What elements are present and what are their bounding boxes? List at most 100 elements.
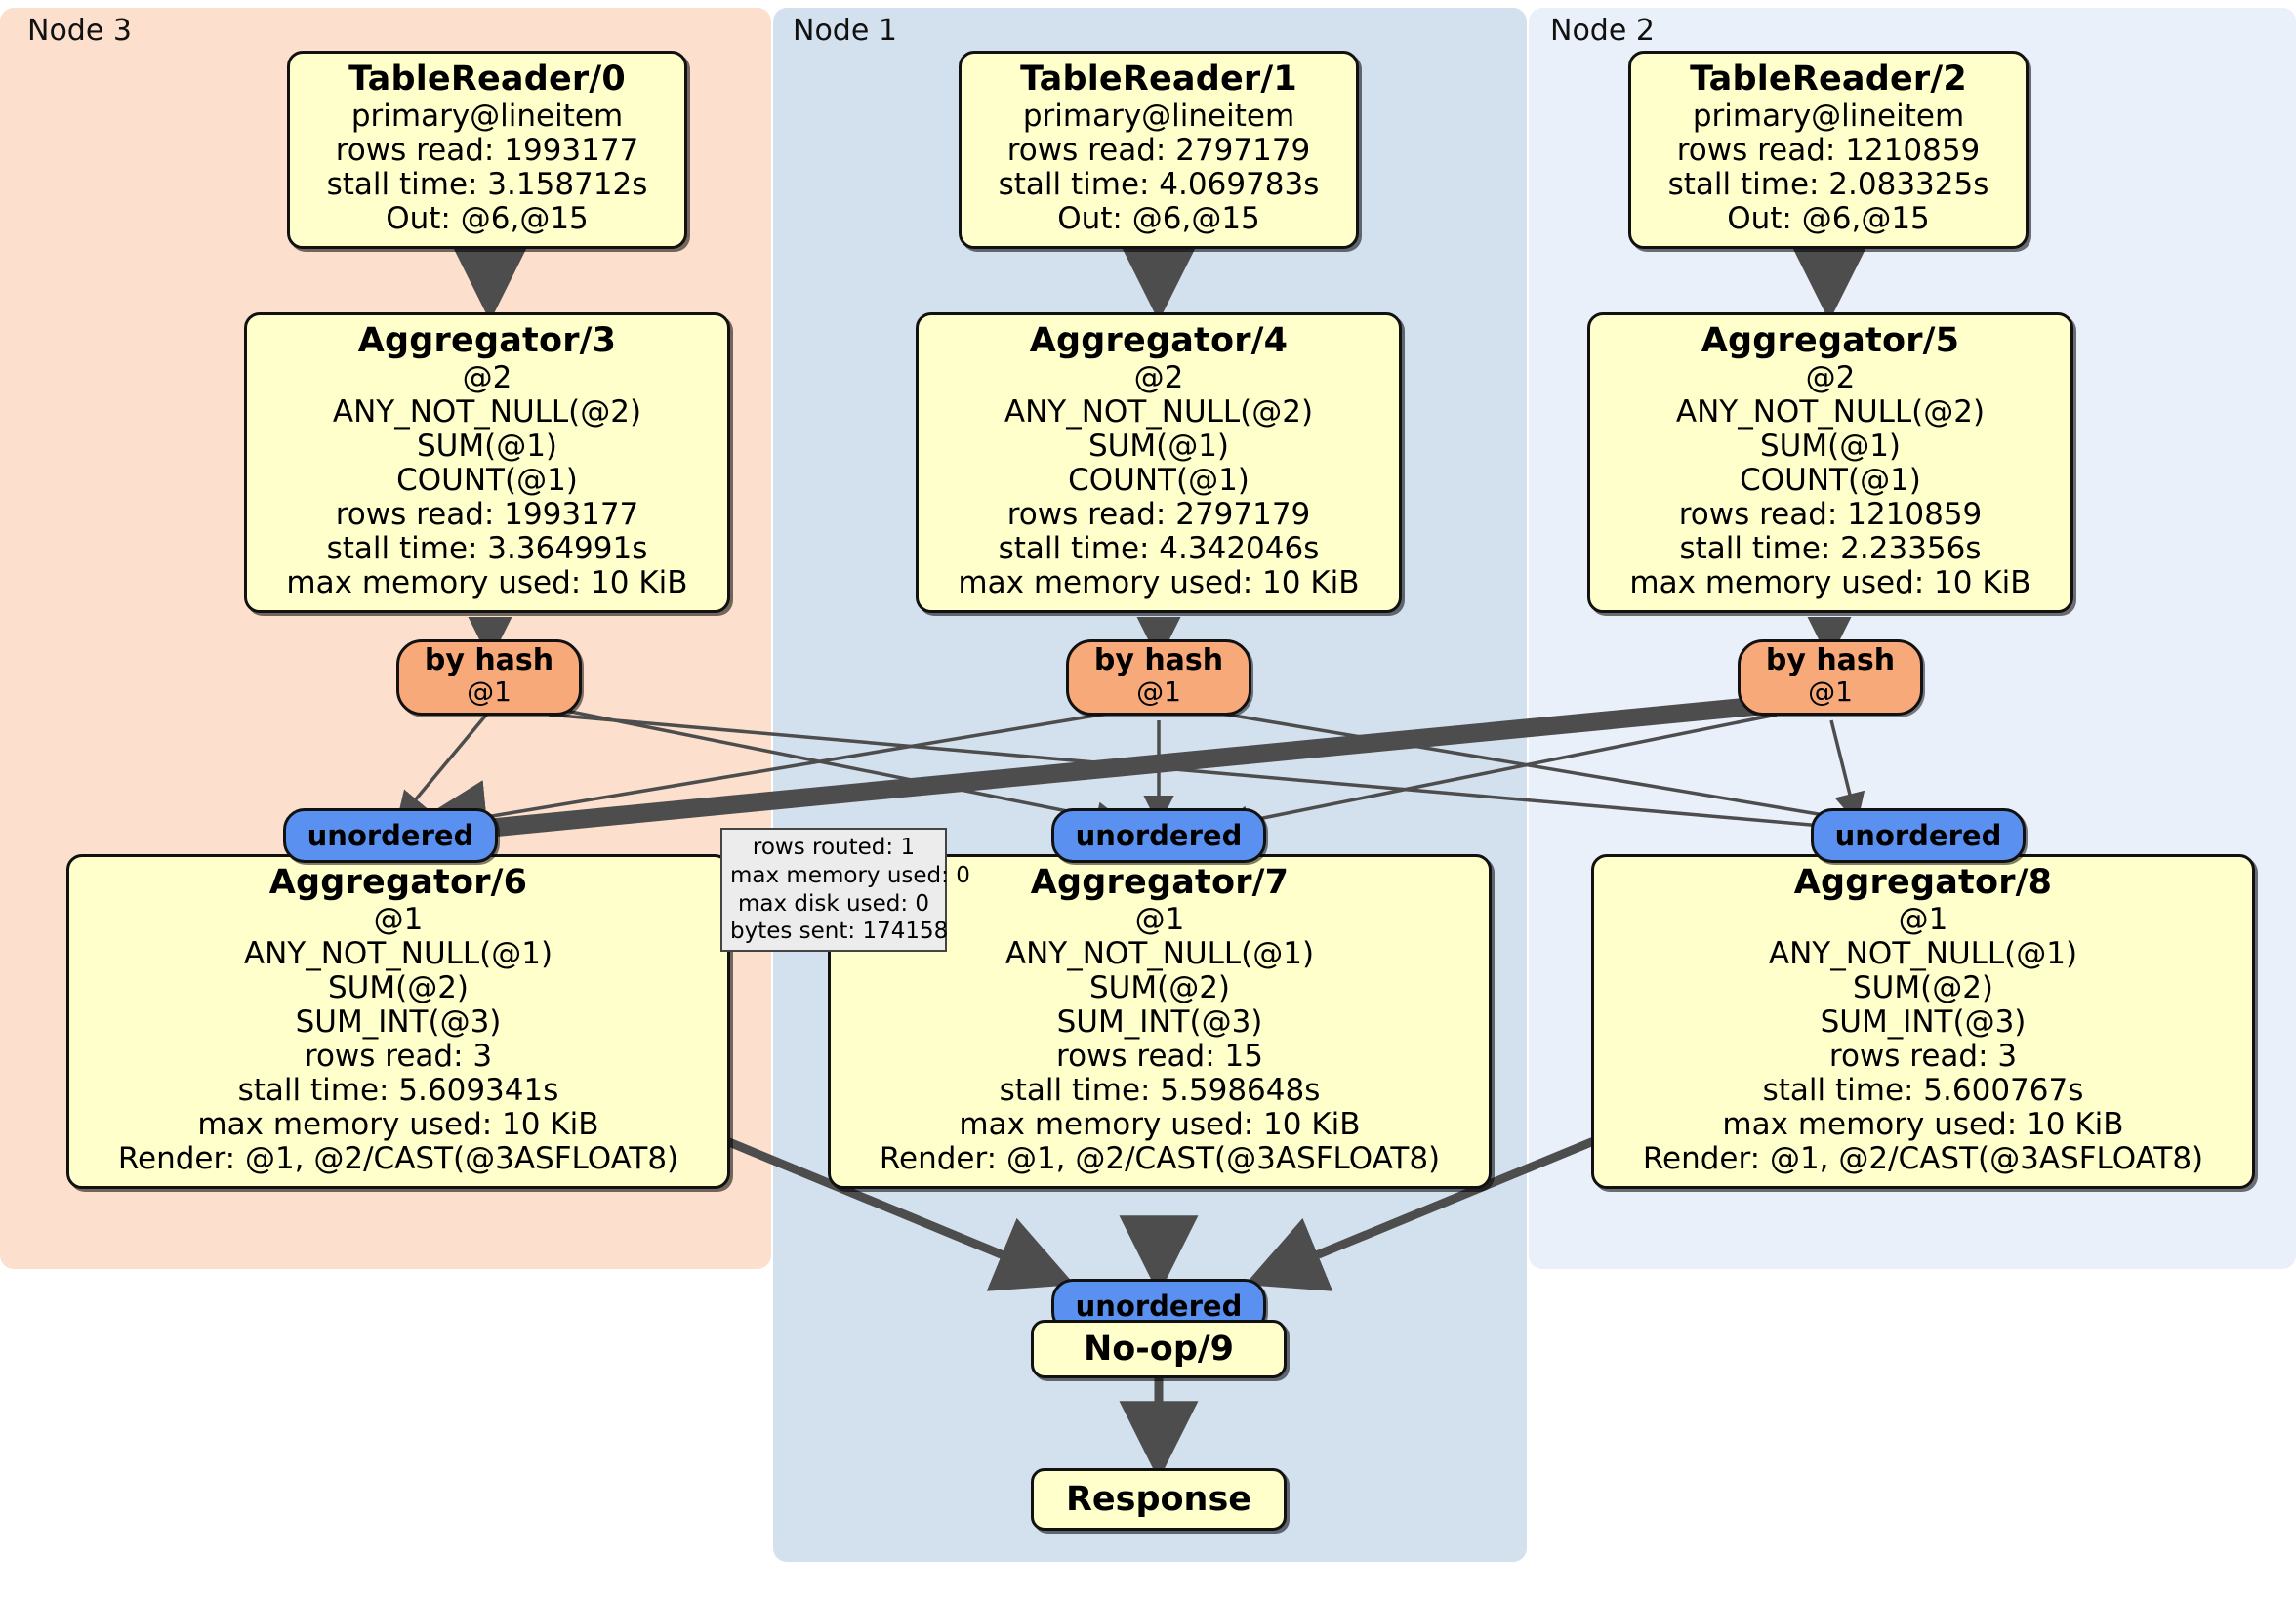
operator-detail: max memory used: 10 KiB xyxy=(959,1106,1361,1142)
cluster-label-node-1: Node 1 xyxy=(793,14,897,48)
operator-detail: ANY_NOT_NULL(@2) xyxy=(1004,393,1314,430)
operator-detail: max memory used: 10 KiB xyxy=(286,564,688,600)
operator-detail: max memory used: 10 KiB xyxy=(1722,1106,2124,1142)
edge-stat-line: rows routed: 1 xyxy=(752,835,916,860)
operator-detail: SUM(@2) xyxy=(1852,969,1994,1005)
router-detail: @1 xyxy=(1136,675,1181,708)
operator-detail: rows read: 2797179 xyxy=(1006,132,1311,168)
operator-detail: stall time: 4.342046s xyxy=(998,530,1320,566)
cluster-label-node-3: Node 3 xyxy=(27,14,132,48)
router-title: by hash xyxy=(424,643,554,677)
operator-detail: SUM(@1) xyxy=(416,428,558,464)
operator-detail: rows read: 1993177 xyxy=(335,496,639,532)
router-title: by hash xyxy=(1093,643,1224,677)
operator-detail: SUM(@2) xyxy=(327,969,470,1005)
operator-aggregator-8[interactable]: Aggregator/8 @1 ANY_NOT_NULL(@1) SUM(@2)… xyxy=(1591,854,2255,1189)
operator-detail: SUM_INT(@3) xyxy=(1820,1003,2027,1040)
edge-stat-line: bytes sent: 174158 xyxy=(730,919,949,945)
operator-title: TableReader/2 xyxy=(1690,60,1967,99)
operator-detail: stall time: 5.609341s xyxy=(237,1072,559,1108)
operator-detail: Render: @1, @2/CAST(@3ASFLOAT8) xyxy=(1642,1140,2204,1176)
cluster-label-node-2: Node 2 xyxy=(1550,14,1655,48)
operator-no-op-9[interactable]: No-op/9 xyxy=(1031,1320,1287,1378)
router-by-hash-node-2[interactable]: by hash @1 xyxy=(1738,639,1923,717)
router-by-hash-node-1[interactable]: by hash @1 xyxy=(1066,639,1251,717)
operator-detail: stall time: 5.600767s xyxy=(1762,1072,2084,1108)
operator-detail: stall time: 4.069783s xyxy=(998,166,1320,202)
operator-detail: stall time: 2.23356s xyxy=(1679,530,1982,566)
operator-detail: rows read: 3 xyxy=(1828,1038,2018,1074)
operator-table-reader-1[interactable]: TableReader/1 primary@lineitem rows read… xyxy=(959,51,1359,249)
operator-aggregator-5[interactable]: Aggregator/5 @2 ANY_NOT_NULL(@2) SUM(@1)… xyxy=(1587,312,2073,613)
operator-title: TableReader/1 xyxy=(1020,60,1297,99)
operator-aggregator-4[interactable]: Aggregator/4 @2 ANY_NOT_NULL(@2) SUM(@1)… xyxy=(916,312,1402,613)
operator-detail: rows read: 2797179 xyxy=(1006,496,1311,532)
operator-detail: max memory used: 10 KiB xyxy=(1629,564,2031,600)
router-by-hash-node-3[interactable]: by hash @1 xyxy=(396,639,582,717)
operator-detail: COUNT(@1) xyxy=(396,462,578,498)
operator-detail: stall time: 2.083325s xyxy=(1667,166,1989,202)
edge-stat-line: max memory used: 0 xyxy=(730,862,970,888)
operator-detail: COUNT(@1) xyxy=(1068,462,1250,498)
operator-detail: SUM_INT(@3) xyxy=(295,1003,502,1040)
operator-detail: ANY_NOT_NULL(@2) xyxy=(332,393,642,430)
operator-title: No-op/9 xyxy=(1083,1330,1235,1369)
operator-detail: stall time: 3.364991s xyxy=(326,530,648,566)
operator-title: Response xyxy=(1065,1480,1252,1519)
operator-detail: SUM(@1) xyxy=(1087,428,1230,464)
operator-title: Aggregator/5 xyxy=(1701,321,1960,360)
operator-detail: stall time: 5.598648s xyxy=(999,1072,1321,1108)
sync-unordered-node-1[interactable]: unordered xyxy=(1051,808,1266,863)
sync-title: unordered xyxy=(1075,819,1243,852)
operator-detail: stall time: 3.158712s xyxy=(326,166,648,202)
operator-detail: @2 xyxy=(1133,359,1184,395)
operator-detail: @1 xyxy=(373,901,424,937)
operator-detail: rows read: 1210859 xyxy=(1676,132,1981,168)
operator-detail: ANY_NOT_NULL(@1) xyxy=(243,935,554,971)
operator-detail: rows read: 15 xyxy=(1056,1038,1263,1074)
operator-detail: SUM(@1) xyxy=(1759,428,1902,464)
operator-detail: SUM_INT(@3) xyxy=(1056,1003,1263,1040)
operator-detail: ANY_NOT_NULL(@1) xyxy=(1004,935,1315,971)
operator-title: Aggregator/6 xyxy=(268,863,528,902)
edge-stat-line: max disk used: 0 xyxy=(737,890,930,917)
router-detail: @1 xyxy=(467,675,512,708)
operator-detail: Render: @1, @2/CAST(@3ASFLOAT8) xyxy=(879,1140,1441,1176)
operator-detail: Render: @1, @2/CAST(@3ASFLOAT8) xyxy=(117,1140,679,1176)
operator-title: Aggregator/7 xyxy=(1030,863,1290,902)
operator-detail: ANY_NOT_NULL(@1) xyxy=(1768,935,2078,971)
operator-detail: Out: @6,@15 xyxy=(1057,200,1260,236)
edge-stats-box: rows routed: 1 max memory used: 0 max di… xyxy=(720,828,970,952)
operator-detail: @2 xyxy=(1805,359,1856,395)
operator-table-reader-2[interactable]: TableReader/2 primary@lineitem rows read… xyxy=(1628,51,2029,249)
operator-title: Aggregator/4 xyxy=(1029,321,1289,360)
operator-title: TableReader/0 xyxy=(348,60,626,99)
operator-detail: @1 xyxy=(1898,901,1948,937)
operator-detail: ANY_NOT_NULL(@2) xyxy=(1675,393,1986,430)
operator-aggregator-6[interactable]: Aggregator/6 @1 ANY_NOT_NULL(@1) SUM(@2)… xyxy=(66,854,730,1189)
operator-detail: max memory used: 10 KiB xyxy=(958,564,1360,600)
sync-title: unordered xyxy=(1075,1290,1243,1323)
operator-detail: primary@lineitem xyxy=(350,98,624,134)
operator-response[interactable]: Response xyxy=(1031,1468,1287,1531)
operator-detail: SUM(@2) xyxy=(1088,969,1231,1005)
operator-detail: rows read: 1210859 xyxy=(1678,496,1983,532)
operator-detail: Out: @6,@15 xyxy=(1727,200,1930,236)
sync-unordered-node-3[interactable]: unordered xyxy=(283,808,498,863)
operator-detail: @1 xyxy=(1134,901,1185,937)
operator-table-reader-0[interactable]: TableReader/0 primary@lineitem rows read… xyxy=(287,51,687,249)
operator-detail: max memory used: 10 KiB xyxy=(197,1106,599,1142)
router-title: by hash xyxy=(1765,643,1896,677)
sync-title: unordered xyxy=(307,819,474,852)
operator-aggregator-3[interactable]: Aggregator/3 @2 ANY_NOT_NULL(@2) SUM(@1)… xyxy=(244,312,730,613)
operator-detail: primary@lineitem xyxy=(1022,98,1295,134)
operator-detail: Out: @6,@15 xyxy=(386,200,589,236)
operator-title: Aggregator/8 xyxy=(1793,863,2053,902)
operator-title: Aggregator/3 xyxy=(357,321,617,360)
operator-detail: @2 xyxy=(462,359,512,395)
operator-detail: rows read: 1993177 xyxy=(335,132,639,168)
router-detail: @1 xyxy=(1808,675,1853,708)
sync-unordered-node-2[interactable]: unordered xyxy=(1811,808,2026,863)
operator-detail: primary@lineitem xyxy=(1692,98,1965,134)
